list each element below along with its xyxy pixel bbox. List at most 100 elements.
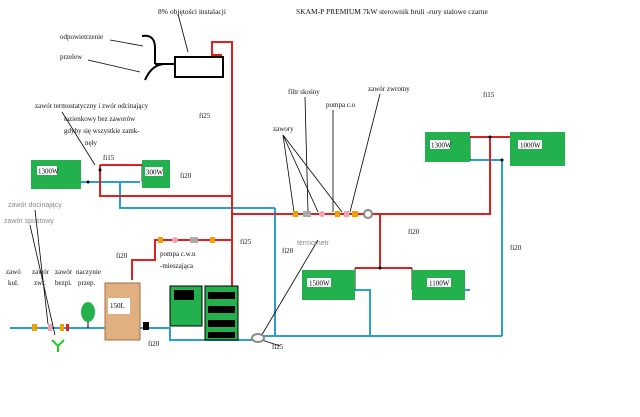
tank-label: 150L (110, 302, 125, 310)
supply-cwu (131, 239, 232, 280)
valve-cluster-bottom (32, 322, 149, 331)
leader-vent (109, 39, 144, 47)
thermo-valve-label-2: łazienkowy bez zaworów (64, 115, 136, 123)
pipe-size-fi15-left: fi15 (103, 154, 115, 162)
drain-fork-icon (51, 339, 65, 352)
radiator-4: 1000W (510, 132, 565, 166)
pump-co-icon (319, 211, 325, 217)
radiator-2-label: 300W (146, 169, 164, 177)
termometr-label: termometr (297, 240, 330, 247)
vessel-label-2: przep. (78, 279, 96, 287)
pipe-junctions (86, 135, 504, 270)
expansion-vessel (81, 302, 95, 322)
pipe-size-fi25-bottom: fi25 (272, 343, 284, 351)
ball-valve-label-2: kul. (8, 279, 19, 287)
radiator-4-label: 1000W (520, 142, 541, 150)
vent-label: odpowietrzenie (60, 33, 103, 41)
leader-drain (29, 224, 56, 336)
pump-cwu-label-2: -mieszająca (160, 262, 194, 270)
leader-check (349, 93, 381, 213)
pipe-size-fi25-b: fi25 (240, 238, 252, 246)
leader-expansion (177, 13, 189, 53)
cwu-valve-2-icon (210, 237, 215, 243)
leader-filter (304, 96, 309, 213)
return-left-riser (119, 182, 275, 209)
leader-valves-1 (282, 134, 295, 213)
return-pipes (10, 159, 503, 341)
leader-valves-3 (282, 134, 343, 213)
thermo-valve-label-1: zawór termostatyczny i zwór odcinający (35, 102, 149, 110)
pipe-size-fi20-left: fi20 (180, 172, 192, 180)
pipe-size-fi20-mid: fi20 (408, 228, 420, 236)
boiler (169, 285, 239, 341)
valve-1-icon (293, 211, 298, 217)
tank-outlet-valve-icon (143, 322, 149, 330)
pump-cwu-label-1: pompa c.w.u (160, 250, 196, 258)
valves-label: zawory (273, 125, 294, 133)
pipe-size-fi20-center: fi20 (282, 247, 294, 255)
ball-valve-icon (32, 324, 37, 331)
safety-valve-label-1: zawór (55, 268, 73, 276)
radiator-1: 1300W (31, 160, 81, 189)
expansion-label: 8% objętości instalacji (158, 7, 226, 16)
page-title: SKAM-P PREMIUM 7kW sterownik bruli -rury… (296, 7, 489, 16)
supply-left (99, 165, 232, 197)
pipe-size-fi20-bottom: fi20 (148, 340, 160, 348)
cwu-pump-icon (172, 237, 178, 243)
black-pipes (141, 34, 175, 81)
supply-main-riser (211, 41, 233, 268)
leader-shutoff (34, 209, 49, 325)
radiator-2: 300W (142, 160, 170, 188)
valve-3-icon (344, 211, 349, 217)
pipe-size-fi20-right: fi20 (510, 244, 522, 252)
hot-water-tank: 150L (104, 282, 141, 341)
supply-pipes (99, 41, 510, 288)
filter-icon (303, 211, 311, 217)
return-to-boiler (140, 327, 260, 341)
vent-pipe (141, 34, 156, 64)
radiator-6-label: 1100W (429, 280, 450, 288)
leader-thermo (61, 111, 96, 166)
annotation-lines (29, 13, 471, 347)
radiator-3: 1300W (425, 132, 470, 162)
radiator-5: 1500W (302, 270, 355, 300)
valve-4-icon (352, 211, 358, 217)
ball-valve-label-1: zawó (6, 268, 21, 276)
pump-co-label: pompa c.o (326, 101, 356, 109)
expansion-tank (174, 56, 224, 78)
valve-cluster-top (293, 209, 373, 219)
check-valve-bottom-icon (48, 324, 52, 331)
radiator-5-label: 1500W (309, 280, 330, 288)
shutoff-valve-label: zawór docinający (8, 202, 62, 209)
termometr-icon (251, 333, 265, 343)
cwu-valve-1-icon (158, 237, 163, 243)
radiator-3-label: 1300W (431, 142, 452, 150)
radiator-1-label: 1300W (38, 168, 59, 176)
safety-valve-red-icon (66, 324, 69, 331)
leader-pipe-fi25-bottom (261, 339, 281, 347)
drain-valve-label: zawór spustowy (4, 218, 54, 225)
check-valve-bottom-label-1: zawór (32, 268, 50, 276)
pipe-size-fi15-right: fi15 (483, 91, 495, 99)
pipe-size-fi25-a: fi25 (199, 112, 211, 120)
check-valve-icon (363, 209, 373, 219)
radiator-6: 1100W (412, 270, 465, 300)
valve-cluster-cwu (158, 237, 215, 243)
valve-2-icon (335, 211, 340, 217)
pipe-size-fi20-pump: fi20 (116, 252, 128, 260)
safety-valve-label-2: bezpi. (55, 279, 72, 287)
check-valve-bottom-label-2: zwr. (34, 279, 46, 287)
thermo-valve-label-3: gdyby się wszystkie zamk- (64, 127, 140, 135)
thermo-valve-label-4: nęły (85, 139, 98, 147)
leader-overflow (87, 59, 141, 73)
leader-valves-2 (282, 134, 319, 213)
overflow-label: przelew (60, 53, 83, 61)
overflow-pipe (144, 63, 175, 81)
return-right-low2 (355, 289, 371, 336)
safety-valve-icon (60, 324, 64, 331)
leader-termometr (259, 239, 319, 339)
vessel-label-1: naczynie (76, 268, 101, 276)
check-valve-label: zawór zwrotny (368, 85, 410, 93)
cwu-filter-icon (190, 237, 198, 243)
